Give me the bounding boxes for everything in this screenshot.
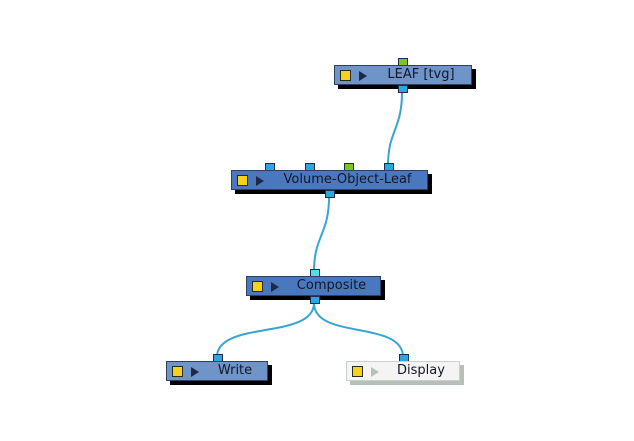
composite-output-port[interactable] xyxy=(310,296,320,304)
enable-toggle-icon[interactable] xyxy=(352,366,363,377)
volume-output-port[interactable] xyxy=(325,190,335,198)
expand-arrow-icon[interactable] xyxy=(191,367,199,377)
enable-toggle-icon[interactable] xyxy=(340,70,351,81)
node-leaf-tvg[interactable]: LEAF [tvg] xyxy=(334,65,472,85)
node-label: Write xyxy=(217,363,253,378)
enable-toggle-icon[interactable] xyxy=(252,281,263,292)
leaf-output-port[interactable] xyxy=(398,85,408,93)
node-label: Display xyxy=(397,363,445,378)
enable-toggle-icon[interactable] xyxy=(237,175,248,186)
cable-leaf-to-volume[interactable] xyxy=(387,91,403,167)
enable-toggle-icon[interactable] xyxy=(172,366,183,377)
expand-arrow-icon[interactable] xyxy=(271,282,279,292)
node-label: LEAF [tvg] xyxy=(387,67,455,82)
node-display[interactable]: Display xyxy=(346,361,460,381)
node-write[interactable]: Write xyxy=(166,361,268,381)
cable-composite-to-display[interactable] xyxy=(313,302,404,358)
node-composite[interactable]: Composite xyxy=(246,276,381,296)
node-volume-object-leaf[interactable]: Volume-Object-Leaf xyxy=(231,170,428,190)
expand-arrow-icon[interactable] xyxy=(371,367,379,377)
node-label: Composite xyxy=(296,278,367,293)
node-label: Volume-Object-Leaf xyxy=(283,172,412,187)
expand-arrow-icon[interactable] xyxy=(256,176,264,186)
cable-composite-to-write[interactable] xyxy=(216,302,315,358)
expand-arrow-icon[interactable] xyxy=(359,71,367,81)
cable-volume-to-composite[interactable] xyxy=(313,196,330,273)
